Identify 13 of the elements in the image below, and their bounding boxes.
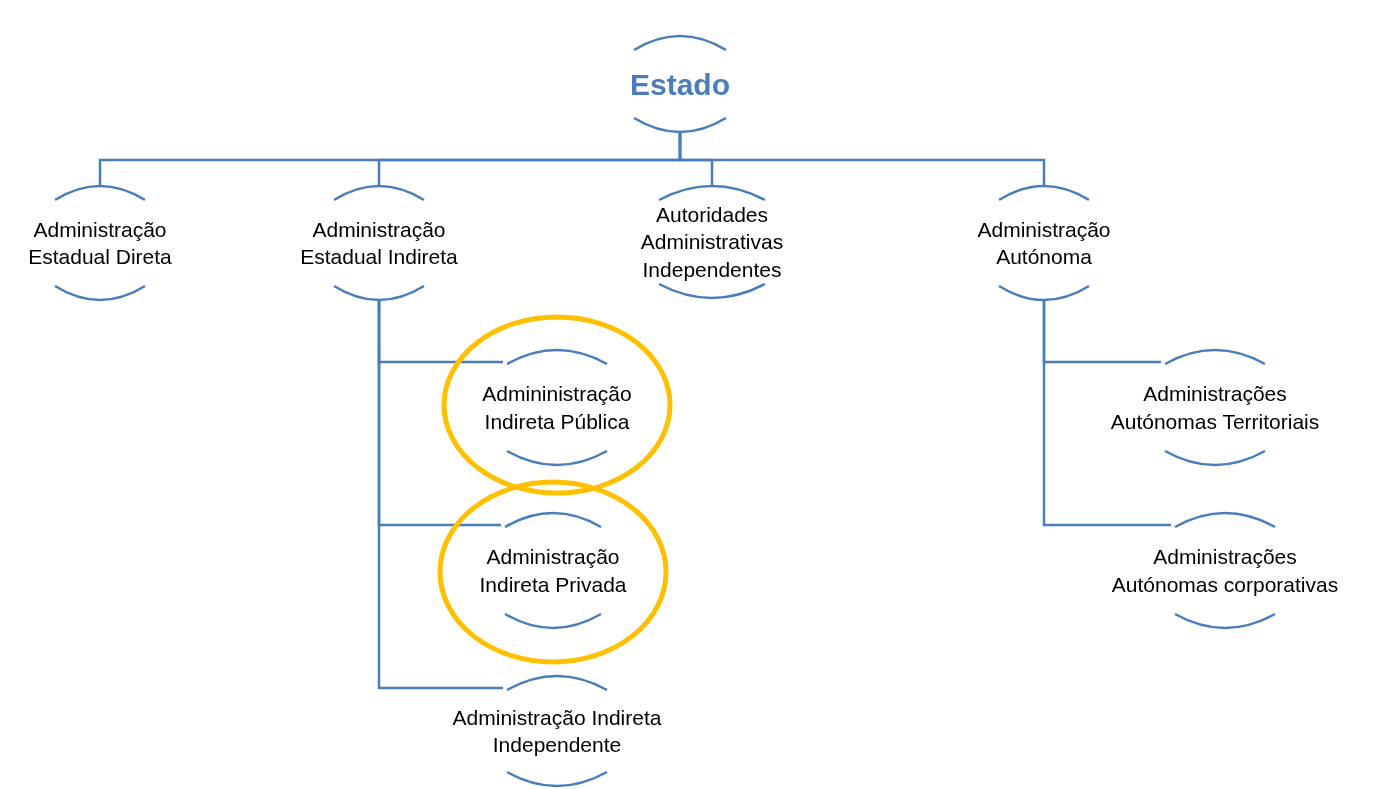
connector-line bbox=[1042, 300, 1171, 527]
connector-line bbox=[377, 300, 503, 690]
node-label: Administração Estadual Indireta bbox=[299, 216, 459, 270]
node-label: Administração Indireta Independente bbox=[451, 704, 663, 758]
node-label: Administração Estadual Direta bbox=[27, 216, 173, 270]
title-label: Estado bbox=[629, 66, 731, 103]
node-label: Administrações Autónomas Territoriais bbox=[1109, 381, 1321, 435]
node-label: Administração Autónoma bbox=[976, 216, 1112, 270]
node-label: Administrações Autónomas corporativas bbox=[1110, 544, 1340, 598]
node-label: Administração Indireta Privada bbox=[478, 544, 628, 598]
node-label: Autoridades Administrativas Independentes bbox=[639, 202, 785, 283]
connector-line bbox=[678, 132, 1046, 186]
node-label: Admininistração Indireta Pública bbox=[481, 381, 633, 435]
